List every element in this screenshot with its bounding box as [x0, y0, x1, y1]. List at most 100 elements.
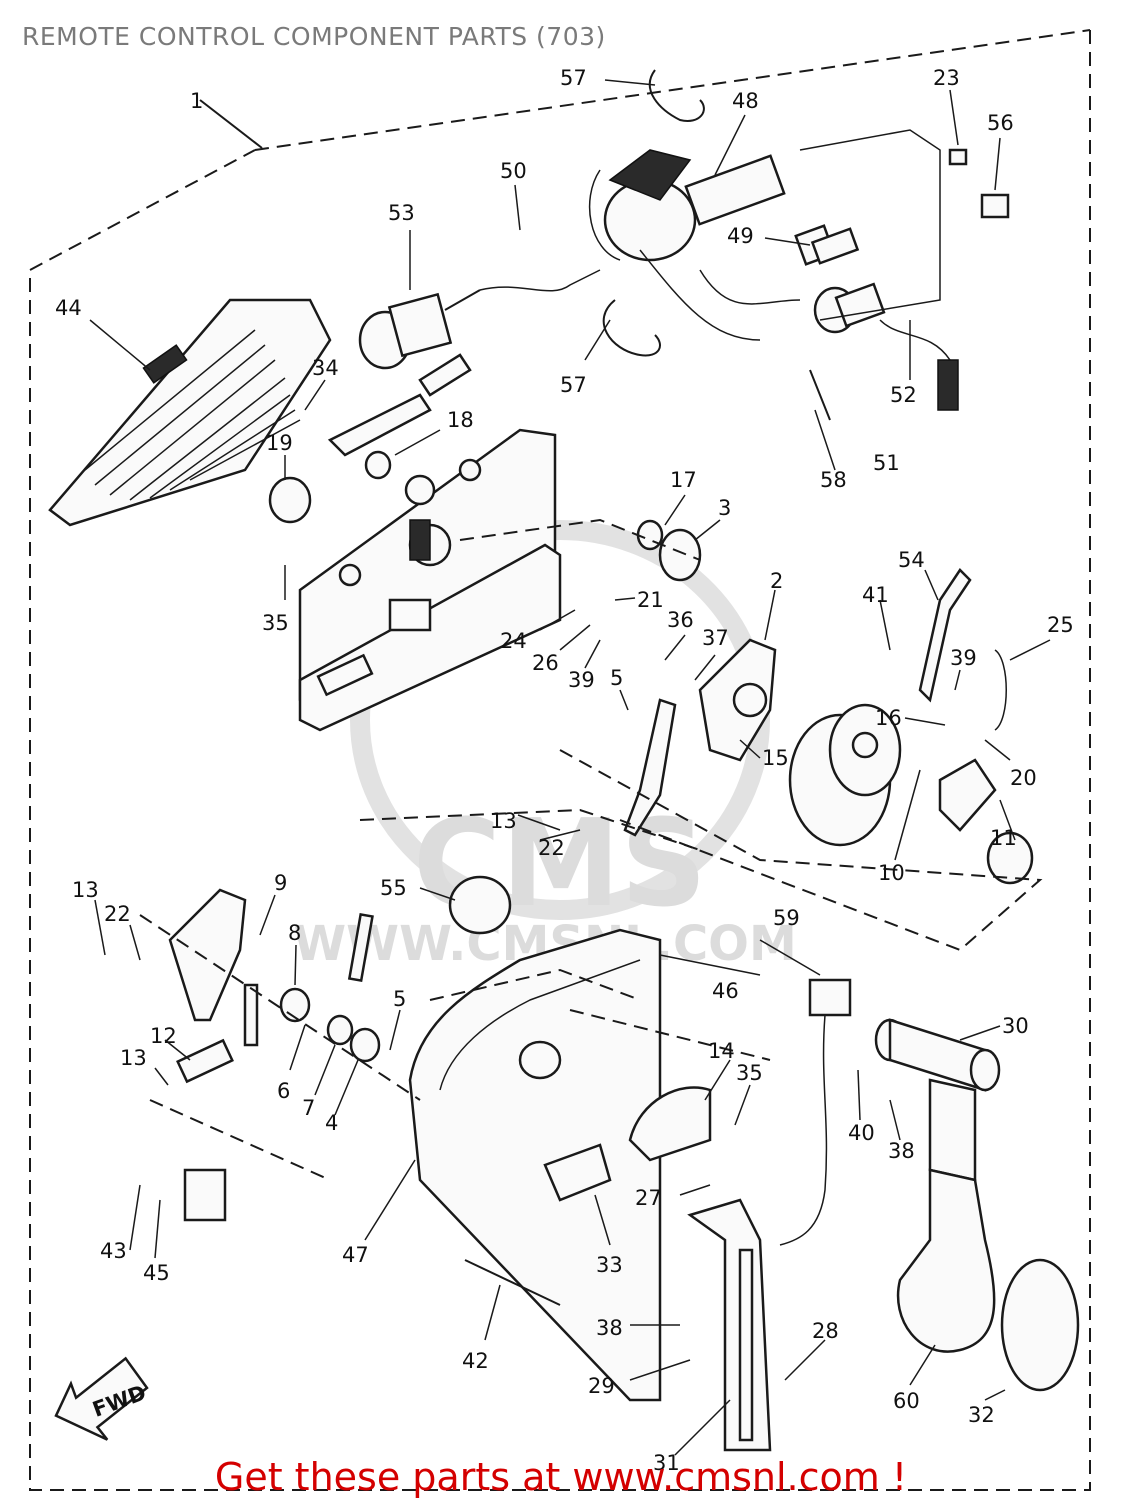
switch-49 — [810, 227, 860, 265]
assembly-outline-top — [254, 29, 1091, 151]
callout-53: 53 — [388, 201, 415, 225]
lever-9 — [347, 912, 374, 982]
callout-42: 42 — [462, 1349, 489, 1373]
page-title: REMOTE CONTROL COMPONENT PARTS (703) — [22, 22, 606, 51]
guide-lines — [139, 518, 1043, 1181]
callout-12: 12 — [150, 1024, 177, 1048]
callout-41: 41 — [862, 583, 889, 607]
callout-21: 21 — [637, 588, 664, 612]
ring-3 — [658, 528, 702, 582]
callout-labels: 1 2 3 4 5 5 6 7 8 9 10 11 12 13 13 13 14… — [55, 66, 1074, 1475]
callout-60: 60 — [893, 1389, 920, 1413]
connector-59 — [808, 978, 852, 1017]
lever-31 — [687, 1198, 772, 1452]
lever-arm — [623, 698, 677, 837]
front-cover-44 — [48, 298, 332, 527]
callout-52: 52 — [890, 383, 917, 407]
strap-57-top — [648, 69, 705, 122]
spring-25 — [994, 649, 1007, 731]
seal-18 — [364, 450, 392, 480]
callout-57a: 57 — [560, 66, 587, 90]
callout-48: 48 — [732, 89, 759, 113]
callout-13b: 13 — [120, 1046, 147, 1070]
callout-50: 50 — [500, 159, 527, 183]
callout-39a: 39 — [950, 646, 977, 670]
screw-58 — [809, 369, 831, 421]
callout-33: 33 — [596, 1253, 623, 1277]
callout-32: 32 — [968, 1403, 995, 1427]
callout-30: 30 — [1002, 1014, 1029, 1038]
cam-14 — [628, 1086, 712, 1162]
pin-9 — [243, 983, 259, 1047]
callout-47: 47 — [342, 1243, 369, 1267]
callout-7: 7 — [302, 1096, 315, 1120]
callout-51: 51 — [873, 451, 900, 475]
callout-56: 56 — [987, 111, 1014, 135]
callout-45: 45 — [143, 1261, 170, 1285]
fwd-arrow: FWD — [54, 1356, 149, 1441]
callout-24: 24 — [500, 629, 527, 653]
wire-59 — [779, 1014, 828, 1246]
callout-31: 31 — [653, 1451, 680, 1475]
washer-7 — [326, 1014, 354, 1046]
callout-57b: 57 — [560, 373, 587, 397]
wiring-harness-48 — [588, 149, 836, 341]
callout-5b: 5 — [393, 987, 406, 1011]
bushing-8 — [279, 987, 311, 1023]
harness-box — [799, 129, 941, 321]
switch-51 — [813, 282, 886, 334]
callout-43: 43 — [100, 1239, 127, 1263]
bushing-4 — [349, 1027, 381, 1063]
callout-55: 55 — [380, 876, 407, 900]
callout-22b: 22 — [104, 902, 131, 926]
plate-11 — [938, 758, 997, 832]
callout-27: 27 — [635, 1186, 662, 1210]
callout-28: 28 — [812, 1319, 839, 1343]
callout-9: 9 — [274, 871, 287, 895]
part-55 — [448, 875, 512, 935]
callout-1: 1 — [190, 89, 203, 113]
strap-57-bottom — [602, 299, 661, 357]
callout-22a: 22 — [538, 836, 565, 860]
cap-32 — [1000, 1258, 1080, 1392]
control-panel-bracket — [298, 428, 562, 732]
callout-38b: 38 — [596, 1316, 623, 1340]
part-23 — [948, 148, 968, 166]
callout-2: 2 — [770, 569, 783, 593]
callout-10: 10 — [878, 861, 905, 885]
pin-12 — [176, 1038, 234, 1084]
part-45 — [183, 1168, 227, 1222]
plate-34 — [327, 393, 432, 457]
leader-1 — [199, 99, 263, 149]
callout-15: 15 — [762, 746, 789, 770]
callout-3: 3 — [718, 496, 731, 520]
plate-left — [168, 888, 247, 1022]
callout-20: 20 — [1010, 766, 1037, 790]
bushing — [986, 831, 1034, 885]
callout-8: 8 — [288, 921, 301, 945]
callout-13a: 13 — [72, 878, 99, 902]
bracket-54 — [918, 568, 972, 703]
callout-46: 46 — [712, 979, 739, 1003]
callout-39b: 39 — [568, 668, 595, 692]
callout-14: 14 — [708, 1039, 735, 1063]
callout-29: 29 — [588, 1374, 615, 1398]
bracket-33 — [543, 1143, 612, 1202]
callout-17: 17 — [670, 468, 697, 492]
callout-44: 44 — [55, 296, 82, 320]
bolt-42 — [464, 1259, 561, 1306]
lanyard-52 — [879, 319, 951, 361]
callout-16: 16 — [875, 706, 902, 730]
callout-58: 58 — [820, 468, 847, 492]
callout-6: 6 — [277, 1079, 290, 1103]
callout-18: 18 — [447, 408, 474, 432]
ring-17 — [636, 519, 664, 551]
callout-36: 36 — [667, 608, 694, 632]
part-56 — [980, 193, 1010, 219]
callout-59: 59 — [773, 906, 800, 930]
callout-34: 34 — [312, 356, 339, 380]
housing-46 — [408, 928, 662, 1402]
footer-link-text[interactable]: Get these parts at www.cmsnl.com ! — [214, 1455, 908, 1499]
callout-25: 25 — [1047, 613, 1074, 637]
